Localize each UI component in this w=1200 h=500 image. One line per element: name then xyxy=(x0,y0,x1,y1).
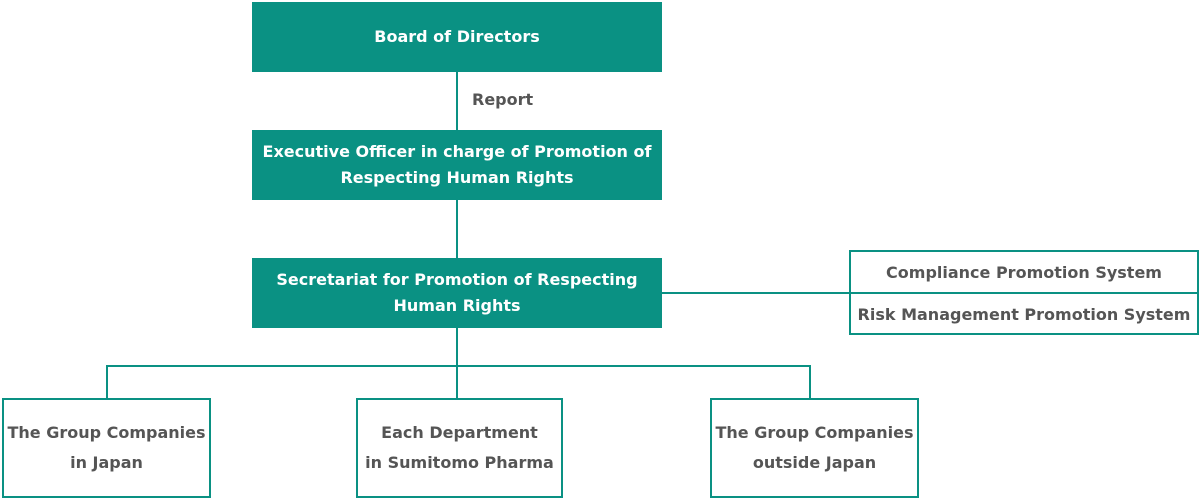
report-label: Report xyxy=(472,90,534,109)
linked-systems-divider xyxy=(851,292,1197,294)
each-department-box: Each Department in Sumitomo Pharma xyxy=(356,398,563,498)
secretariat-box: Secretariat for Promotion of Respecting … xyxy=(252,258,662,328)
executive-officer-label-line2: Respecting Human Rights xyxy=(340,168,574,187)
group-companies-outside-japan-label-line2: outside Japan xyxy=(752,453,877,472)
board-of-directors-box: Board of Directors xyxy=(252,2,662,72)
executive-officer-label-line1: Executive Officer in charge of Promotion… xyxy=(262,142,652,161)
compliance-promotion-system-label: Compliance Promotion System xyxy=(886,263,1162,282)
each-department-label-line2: in Sumitomo Pharma xyxy=(365,453,554,472)
group-companies-outside-japan-box: The Group Companies outside Japan xyxy=(710,398,919,498)
secretariat-label-line2: Human Rights xyxy=(393,296,521,315)
linked-systems-panel: Compliance Promotion System Risk Managem… xyxy=(849,250,1199,335)
secretariat-label-line1: Secretariat for Promotion of Respecting xyxy=(276,270,638,289)
group-companies-outside-japan-label-line1: The Group Companies xyxy=(715,423,914,442)
group-companies-japan-label-line1: The Group Companies xyxy=(7,423,206,442)
each-department-label-line1: Each Department xyxy=(381,423,538,442)
risk-management-promotion-system-label: Risk Management Promotion System xyxy=(857,305,1191,324)
executive-officer-box: Executive Officer in charge of Promotion… xyxy=(252,130,662,200)
group-companies-japan-label-line2: in Japan xyxy=(70,453,143,472)
group-companies-japan-box: The Group Companies in Japan xyxy=(2,398,211,498)
board-of-directors-label: Board of Directors xyxy=(374,27,540,46)
